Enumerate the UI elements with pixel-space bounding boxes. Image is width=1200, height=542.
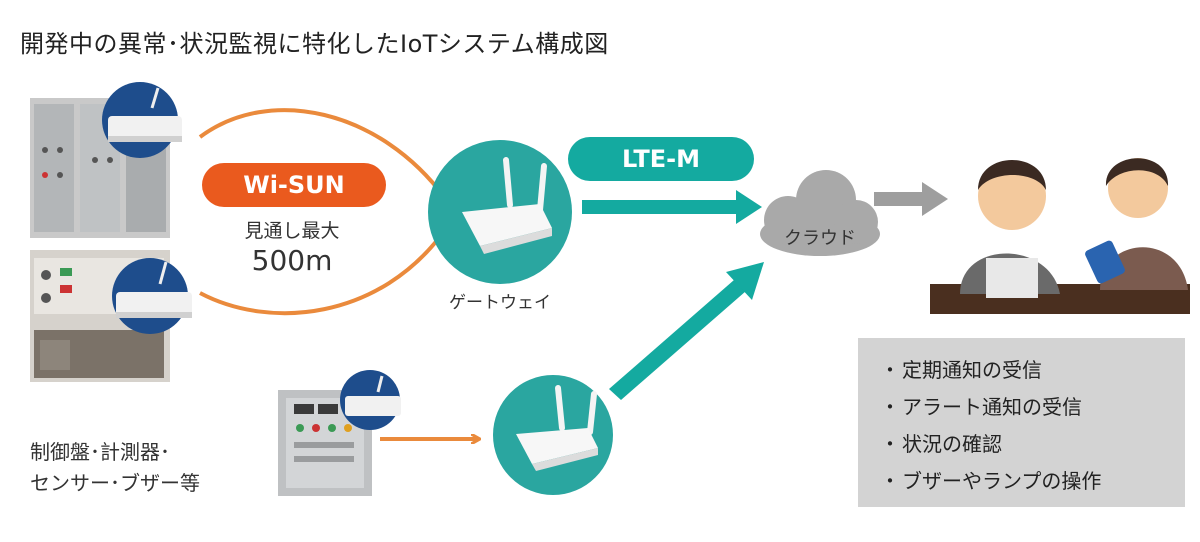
feature-item: ・アラート通知の受信 bbox=[880, 389, 1185, 426]
gateway-2 bbox=[493, 375, 613, 495]
features-list: ・定期通知の受信 ・アラート通知の受信 ・状況の確認 ・ブザーやランプの操作 bbox=[858, 338, 1185, 500]
lte-badge: LTE-M bbox=[568, 137, 754, 181]
cloud-to-users-arrow bbox=[874, 182, 948, 216]
sensor-badge-3 bbox=[340, 370, 401, 430]
users-illustration bbox=[930, 158, 1190, 314]
feature-bullet: ・ bbox=[880, 469, 900, 493]
wisun-arrow-upper bbox=[198, 108, 445, 198]
cloud-shape bbox=[760, 170, 880, 256]
page-title: 開発中の異常･状況監視に特化したIoTシステム構成図 bbox=[20, 30, 609, 58]
range-value: 500m bbox=[251, 244, 333, 277]
features-panel: ・定期通知の受信 ・アラート通知の受信 ・状況の確認 ・ブザーやランプの操作 bbox=[858, 338, 1185, 507]
feature-item: ・状況の確認 bbox=[880, 426, 1185, 463]
feature-bullet: ・ bbox=[880, 432, 900, 456]
lte-arrow-1 bbox=[582, 190, 762, 224]
gateway-label: ゲートウェイ bbox=[449, 293, 551, 313]
feature-label: 状況の確認 bbox=[902, 432, 1002, 456]
feature-label: 定期通知の受信 bbox=[902, 358, 1042, 382]
wisun-arrow-lower bbox=[199, 230, 445, 316]
range-label: 見通し最大 bbox=[244, 220, 340, 242]
wisun-badge: Wi-SUN bbox=[202, 163, 386, 207]
feature-item: ・ブザーやランプの操作 bbox=[880, 463, 1185, 500]
sensor-badge-1 bbox=[102, 82, 182, 158]
devices-label-line2: センサー･ブザー等 bbox=[30, 471, 200, 495]
feature-label: アラート通知の受信 bbox=[902, 395, 1082, 419]
cloud-label: クラウド bbox=[784, 228, 856, 249]
devices-label-line1: 制御盤･計測器･ bbox=[30, 440, 170, 464]
feature-item: ・定期通知の受信 bbox=[880, 352, 1185, 389]
sensor-badge-2 bbox=[112, 258, 192, 334]
feature-label: ブザーやランプの操作 bbox=[902, 469, 1102, 493]
feature-bullet: ・ bbox=[880, 395, 900, 419]
gateway-1 bbox=[428, 140, 572, 284]
lte-arrow-2 bbox=[609, 262, 764, 400]
feature-bullet: ・ bbox=[880, 358, 900, 382]
